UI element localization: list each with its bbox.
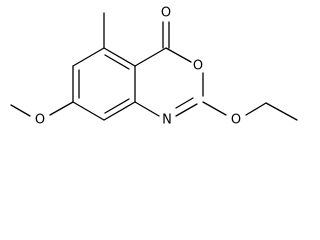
double-bond-c2-n1-inner (175, 97, 194, 109)
ethoxy-group (202, 101, 298, 121)
double-bond-c4a-c5-inner (104, 54, 130, 70)
bond-n1-c8a (134, 101, 160, 117)
bond-c8-c8a (103, 101, 136, 121)
methoxy-bond-methyl (10, 104, 31, 117)
oxazinone-ring (134, 47, 204, 117)
bond-c4-o3 (165, 47, 192, 63)
bond-c2-n1 (175, 103, 198, 117)
ethoxy-bond-ch2 (245, 102, 267, 116)
ring-nitrogen-label: N (162, 113, 172, 128)
bond-c4a-c5 (103, 47, 136, 67)
ethoxy-bond-ring (202, 101, 227, 116)
bond-c5-c6 (72, 47, 105, 67)
methoxy-bond-ring (49, 101, 74, 116)
molecule-structure: O O N O O (10, 6, 298, 128)
ring-oxygen-label: O (193, 59, 203, 74)
carbonyl-group (162, 21, 170, 49)
ethoxy-bond-ch3 (265, 102, 298, 121)
double-bond-c8-c8a-inner (104, 98, 130, 114)
methoxy-group (10, 101, 74, 117)
bond-c4a-c4 (134, 47, 167, 67)
methoxy-oxygen-label: O (35, 113, 45, 128)
carbonyl-oxygen-label: O (161, 6, 171, 21)
ethoxy-oxygen-label: O (231, 113, 241, 128)
benzene-ring (72, 47, 136, 121)
bond-c7-c8 (72, 101, 105, 121)
